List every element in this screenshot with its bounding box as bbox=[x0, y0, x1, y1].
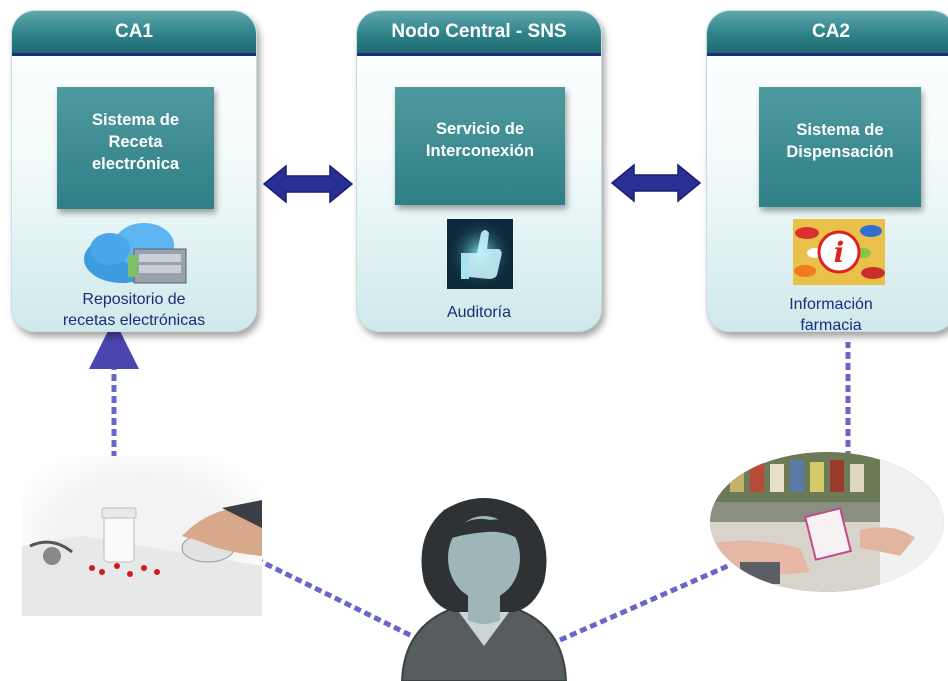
pharmacy-caption: Información farmacia bbox=[789, 296, 873, 332]
panel-ca2: CA2 Sistema de Dispensación i Informació… bbox=[706, 10, 948, 332]
system-box: Sistema de Dispensación bbox=[759, 87, 921, 207]
system-box: Servicio de Interconexión bbox=[395, 87, 565, 205]
svg-text:i: i bbox=[834, 236, 845, 269]
panel-header: CA2 bbox=[707, 11, 948, 56]
panel-nodo-central: Nodo Central - SNS Servicio de Intercone… bbox=[356, 10, 602, 332]
audit-caption: Auditoría bbox=[446, 304, 512, 321]
doctor-prescription-image bbox=[22, 456, 262, 616]
panel-header: CA1 bbox=[12, 11, 256, 56]
double-arrow-ca1-nodo bbox=[262, 164, 354, 204]
double-arrow-nodo-ca2 bbox=[610, 163, 702, 203]
pharmacy-counter-image bbox=[710, 452, 944, 592]
connector-patient-to-pharmacy bbox=[558, 562, 732, 643]
panel-ca1: CA1 Sistema de Receta electrónica Reposi… bbox=[11, 10, 257, 332]
thumbs-up-icon bbox=[447, 219, 513, 289]
patient-avatar bbox=[400, 498, 568, 681]
connector-patient-to-doctor bbox=[256, 557, 422, 643]
pharmacy-info-icon: i bbox=[793, 219, 885, 285]
system-box: Sistema de Receta electrónica bbox=[57, 87, 214, 209]
repository-caption: Repositorio de recetas electrónicas bbox=[62, 291, 206, 329]
cloud-database-icon bbox=[84, 223, 187, 284]
panel-header: Nodo Central - SNS bbox=[357, 11, 601, 56]
